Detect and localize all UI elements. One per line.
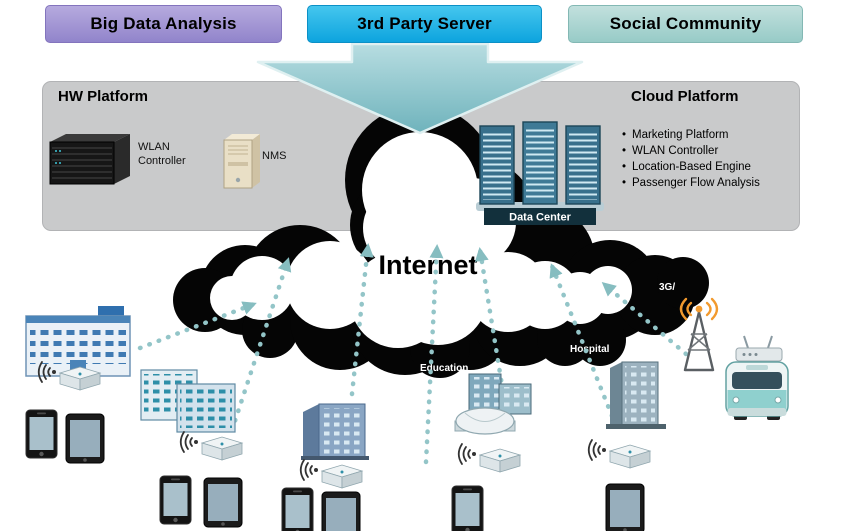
download-arrow [256, 42, 584, 135]
smartphone-icon [281, 487, 314, 531]
hw-platform-title: HW Platform [58, 88, 148, 105]
uplink-arrow [229, 257, 292, 433]
wlan-controller-device [49, 134, 130, 185]
uplink-arrow [474, 247, 509, 413]
access-point-icon [299, 459, 363, 489]
bus-icon [725, 361, 789, 420]
internet-label: Internet [378, 250, 477, 280]
nms-label: NMS [262, 150, 287, 162]
access-point-icon [179, 431, 243, 461]
wlan-controller-label: WLAN Controller [138, 141, 186, 167]
cloud-feature-item: Marketing Platform [620, 129, 806, 141]
cloud-feature-item: WLAN Controller [620, 145, 806, 157]
tablet-icon [605, 483, 645, 531]
uplink-arrow [601, 281, 689, 357]
social-community-box: Social Community [568, 5, 803, 43]
internet-cloud [173, 105, 709, 378]
tablet-icon [203, 477, 243, 528]
data-center-label: Data Center [509, 212, 571, 224]
uplink-arrows [137, 243, 689, 465]
third-party-server-box: 3rd Party Server [307, 5, 542, 43]
cell-tower-icon [679, 297, 719, 372]
cloud-features-list: Marketing Platform WLAN Controller Locat… [620, 129, 806, 193]
cloud-feature-item: Location-Based Engine [620, 161, 806, 173]
uplink-arrow [137, 301, 257, 351]
access-point-icon [587, 439, 651, 469]
uplink-arrow [423, 244, 444, 465]
smartphone-icon [451, 485, 484, 531]
access-point-icon [457, 443, 521, 473]
tablet-icon [321, 491, 361, 531]
city-building [301, 403, 369, 460]
campus-buildings [454, 373, 532, 435]
hospital-building [606, 361, 666, 429]
nms-server-device [223, 134, 260, 189]
hospital-label: Hospital [570, 344, 610, 355]
cloud-feature-item: Passenger Flow Analysis [620, 177, 806, 189]
big-data-analysis-box: Big Data Analysis [45, 5, 282, 43]
education-label: Education [420, 363, 468, 374]
smartphone-icon [25, 409, 58, 459]
tower-3g-label: 3G/ [659, 282, 675, 293]
smartphone-icon [159, 475, 192, 525]
office-buildings [140, 369, 236, 433]
router-icon [735, 335, 783, 362]
data-center-illustration: Data Center [476, 121, 604, 225]
hotel-building [25, 306, 131, 377]
tablet-icon [65, 413, 105, 464]
uplink-arrow [549, 263, 615, 419]
cloud-platform-title: Cloud Platform [631, 88, 739, 105]
